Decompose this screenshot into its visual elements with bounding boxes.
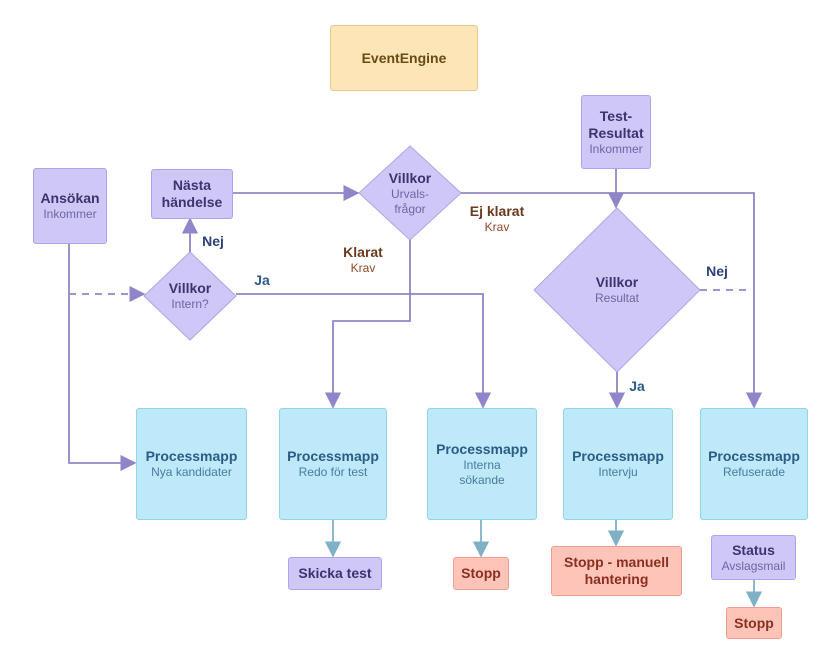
stopp-manuell-line2: hantering <box>584 571 649 587</box>
nasta-line1: Nästa <box>172 177 212 193</box>
label-klarat-sub: Krav <box>350 261 376 275</box>
label-klarat: Klarat Krav <box>335 244 391 276</box>
pm-intervju-sub: Intervju <box>598 465 638 479</box>
pm-redo-title: Processmapp <box>287 448 379 464</box>
stopp-manuell-line1: Stopp - manuell <box>564 554 669 570</box>
nasta-line2: händelse <box>161 194 223 210</box>
villkor-intern-text: Villkor Intern? <box>150 280 230 312</box>
label-ej-klarat-title: Ej klarat <box>469 203 525 219</box>
pm-interna-sub1: Interna <box>463 457 501 472</box>
status-sub: Avslagsmail <box>721 558 786 573</box>
status-avslagsmail-node[interactable]: Status Avslagsmail <box>711 535 796 580</box>
pm-interna-title: Processmapp <box>436 440 528 457</box>
test-resultat-line1: Test- <box>599 107 633 124</box>
villkor-intern-title: Villkor <box>168 280 212 296</box>
villkor-urval-text: Villkor Urvals- frågor <box>370 168 450 218</box>
villkor-urval-sub1: Urvals- <box>391 186 429 201</box>
villkor-urval-sub2: frågor <box>394 201 426 216</box>
skicka-test-node[interactable]: Skicka test <box>288 557 382 590</box>
villkor-resultat-text: Villkor Resultat <box>567 273 667 307</box>
ansokan-title: Ansökan <box>40 190 100 206</box>
pm-redo-sub: Redo för test <box>298 465 368 479</box>
stopp-node-interna[interactable]: Stopp <box>453 557 509 590</box>
label-ja-resultat: Ja <box>629 378 645 394</box>
pm-intervju-title: Processmapp <box>572 448 664 464</box>
stopp-1-title: Stopp <box>461 565 501 581</box>
edge-villkor-urval-klarat-to-pm-redo <box>324 240 411 409</box>
skicka-test-title: Skicka test <box>298 565 372 581</box>
label-nej-intern: Nej <box>202 233 224 249</box>
status-title: Status <box>732 541 775 558</box>
villkor-intern-diamond[interactable] <box>143 251 237 341</box>
edge-villkor-intern-ja-to-pm-interna <box>236 293 492 409</box>
stopp-2-title: Stopp <box>734 614 774 631</box>
processmapp-nya-kandidater[interactable]: Processmapp Nya kandidater <box>136 408 247 520</box>
test-resultat-sub: Inkommer <box>589 141 643 156</box>
villkor-resultat-title: Villkor <box>595 274 639 290</box>
pm-refuserade-sub: Refuserade <box>722 465 786 479</box>
processmapp-intervju[interactable]: Processmapp Intervju <box>563 408 673 520</box>
test-resultat-line2: Resultat <box>588 124 644 141</box>
pm-nya-title: Processmapp <box>145 448 238 464</box>
event-engine-node[interactable]: EventEngine <box>330 25 478 91</box>
processmapp-interna-sokande[interactable]: Processmapp Interna sökande <box>427 408 537 520</box>
test-resultat-node[interactable]: Test- Resultat Inkommer <box>581 95 651 169</box>
edge-villkor-urval-ejklarat-to-pm-refuserade <box>461 192 763 409</box>
pm-nya-sub: Nya kandidater <box>151 465 232 479</box>
ansokan-sub: Inkommer <box>43 207 97 221</box>
ansokan-node[interactable]: Ansökan Inkommer <box>33 168 107 244</box>
pm-refuserade-title: Processmapp <box>708 448 800 464</box>
villkor-intern-sub: Intern? <box>171 297 209 311</box>
event-engine-title: EventEngine <box>361 49 447 66</box>
processmapp-refuserade[interactable]: Processmapp Refuserade <box>700 408 808 520</box>
edge-ansokan-to-pm-nya <box>68 244 137 472</box>
villkor-resultat-sub: Resultat <box>594 291 640 305</box>
stopp-node-refuserade[interactable]: Stopp <box>726 607 782 639</box>
nasta-handelse-node[interactable]: Nästa händelse <box>151 169 233 219</box>
label-nej-resultat: Nej <box>706 263 728 279</box>
processmapp-redo-for-test[interactable]: Processmapp Redo för test <box>279 408 387 520</box>
label-ja-intern: Ja <box>254 272 270 288</box>
stopp-manuell-hantering-node[interactable]: Stopp - manuell hantering <box>551 546 682 596</box>
label-ej-klarat-sub: Krav <box>484 220 510 234</box>
label-klarat-title: Klarat <box>343 244 383 260</box>
label-ej-klarat: Ej klarat Krav <box>464 203 530 235</box>
pm-interna-sub2: sökande <box>459 472 505 487</box>
villkor-urval-title: Villkor <box>388 169 432 186</box>
